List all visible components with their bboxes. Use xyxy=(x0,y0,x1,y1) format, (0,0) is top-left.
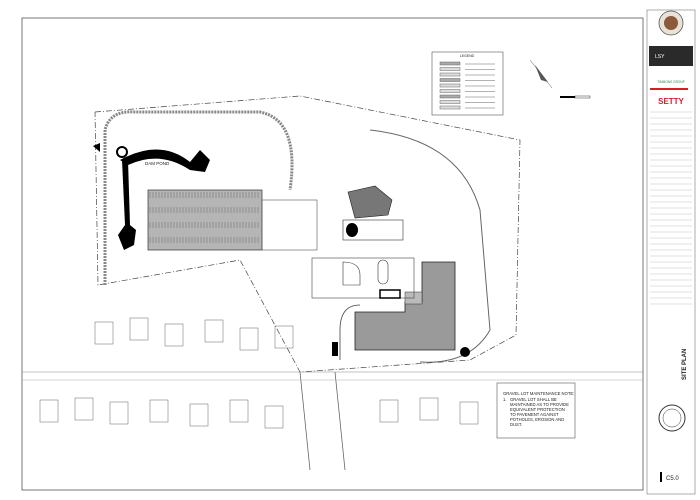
access-road xyxy=(369,129,491,363)
note-line: GRAVEL LOT SHALL BE xyxy=(510,397,557,402)
pond-outfall xyxy=(116,146,128,158)
entrance-drive xyxy=(299,371,346,471)
walking-trail xyxy=(103,110,294,285)
note-line: MAINTAINED AS TO PROVIDE xyxy=(510,402,569,407)
house xyxy=(164,323,184,347)
pond-label: DAM POND xyxy=(145,161,170,166)
courtyard xyxy=(311,257,415,299)
legend-swatch xyxy=(439,83,461,88)
house xyxy=(274,325,294,349)
house xyxy=(74,397,94,421)
pond-small xyxy=(346,223,358,237)
legend-rows xyxy=(439,61,495,110)
title-block-rows xyxy=(650,111,692,305)
parking-stalls xyxy=(149,192,259,243)
house xyxy=(39,399,59,423)
parking-lot xyxy=(147,189,318,251)
note-line: TO PAVEMENT AGAINST xyxy=(510,412,559,417)
house xyxy=(149,399,169,423)
legend-swatch xyxy=(439,67,461,71)
note-line: POTHOLES, EROSION AND xyxy=(510,417,564,422)
legend-swatch xyxy=(439,105,461,110)
legend-box xyxy=(431,51,504,116)
pond-west-arm xyxy=(118,160,136,250)
note-line: DUST. xyxy=(510,422,522,427)
pavilion-building xyxy=(347,185,393,219)
legend-swatch xyxy=(439,94,461,99)
scale-bar-light xyxy=(574,95,591,99)
seal-center xyxy=(664,16,678,30)
logo-bar xyxy=(650,88,688,90)
note-number: 1. xyxy=(503,397,507,402)
title-block-border xyxy=(646,9,696,495)
pond-marker xyxy=(93,143,100,152)
scale-bar xyxy=(560,95,591,99)
sheet-number-bar xyxy=(660,472,662,482)
house xyxy=(109,401,129,425)
pond-east-arm xyxy=(120,149,210,172)
legend-swatch xyxy=(439,78,461,82)
house xyxy=(204,319,224,343)
house xyxy=(229,399,249,423)
legend-title: LEGEND xyxy=(460,54,475,58)
engineer-seal-inner xyxy=(662,408,682,428)
drop-off-loop xyxy=(339,304,361,360)
architect-logo-text: LSY xyxy=(655,54,665,60)
north-arrow-head xyxy=(535,65,548,82)
house xyxy=(379,399,399,423)
legend-swatch xyxy=(439,100,461,104)
architect-logo xyxy=(649,46,693,66)
community-center-building xyxy=(354,261,456,351)
house xyxy=(239,327,259,351)
property-boundary xyxy=(94,95,521,373)
north-arrow-shaft xyxy=(529,59,553,89)
house xyxy=(189,403,209,427)
neighboring-houses xyxy=(39,317,479,429)
mep-logo: SETTY xyxy=(658,97,684,106)
house xyxy=(94,321,114,345)
legend: LEGEND xyxy=(431,51,504,116)
tree xyxy=(460,347,470,357)
gravel-lot-note: GRAVEL LOT MAINTENANCE NOTE: 1. GRAVEL L… xyxy=(496,382,576,439)
title-block: LSY TIMMONS GROUP SETTY SITE PLAN C5.0 xyxy=(649,10,693,482)
pond xyxy=(93,143,210,250)
house xyxy=(419,397,439,421)
sheet-border xyxy=(21,17,644,491)
fountain xyxy=(377,259,389,285)
legend-swatch xyxy=(439,89,461,93)
note-line: EQUIVALENT PROTECTION xyxy=(510,407,565,412)
engineer-logo: TIMMONS GROUP xyxy=(657,80,685,84)
house xyxy=(459,401,479,425)
sheet-title: SITE PLAN xyxy=(682,349,688,380)
plaza xyxy=(342,219,404,241)
house xyxy=(264,405,284,429)
parking-lot-extension xyxy=(261,199,318,251)
building-footprint xyxy=(354,261,456,351)
house xyxy=(129,317,149,341)
legend-swatch xyxy=(439,61,461,66)
sign xyxy=(379,289,401,299)
courtyard-feature xyxy=(342,261,361,286)
note-title: GRAVEL LOT MAINTENANCE NOTE: xyxy=(503,391,574,396)
sheet-number: C5.0 xyxy=(666,476,679,482)
note-box xyxy=(496,382,576,439)
dumpster xyxy=(332,342,338,356)
legend-swatch xyxy=(439,72,461,77)
north-arrow-icon xyxy=(529,59,553,89)
